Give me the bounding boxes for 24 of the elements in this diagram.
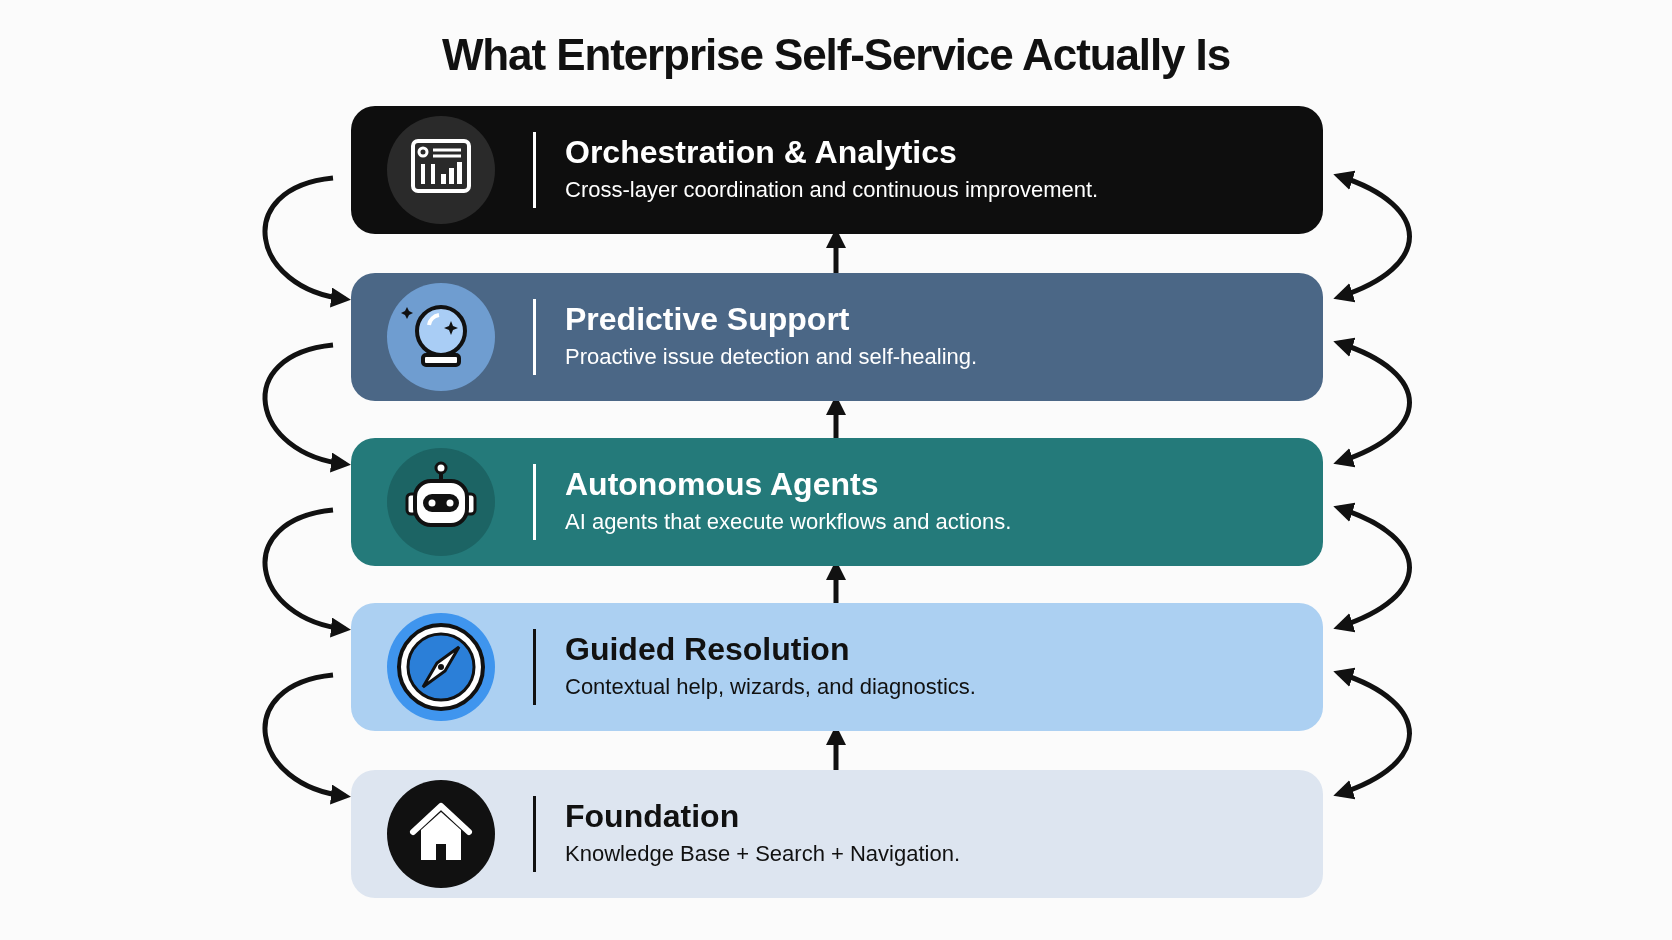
layer-title: Guided Resolution — [565, 630, 851, 669]
layer-description: AI agents that execute workflows and actions. — [565, 508, 1013, 536]
arrow — [263, 672, 351, 804]
layer-band — [351, 106, 1323, 234]
layer-description: Proactive issue detection and self-healing. — [565, 343, 979, 371]
layer-title: Autonomous Agents — [565, 465, 880, 504]
arrow — [1333, 503, 1412, 632]
arrow — [263, 507, 351, 637]
arrow — [1333, 668, 1412, 799]
layer-description: Knowledge Base + Search + Navigation. — [565, 840, 962, 868]
arrow — [1333, 338, 1412, 467]
layer-band — [351, 770, 1323, 898]
arrow — [263, 175, 351, 307]
arrow — [1333, 171, 1412, 302]
layer-band — [351, 438, 1323, 566]
layer-title: Foundation — [565, 797, 741, 836]
layer-description: Cross-layer coordination and continuous improvement. — [565, 176, 1100, 204]
layer-band — [351, 603, 1323, 731]
layer-title: Predictive Support — [565, 300, 851, 339]
arrow — [263, 342, 351, 472]
layer-description: Contextual help, wizards, and diagnostics. — [565, 673, 977, 701]
layer-band — [351, 273, 1323, 401]
title: What Enterprise Self-Service Actually Is — [440, 29, 1232, 81]
layer-title: Orchestration & Analytics — [565, 133, 958, 172]
